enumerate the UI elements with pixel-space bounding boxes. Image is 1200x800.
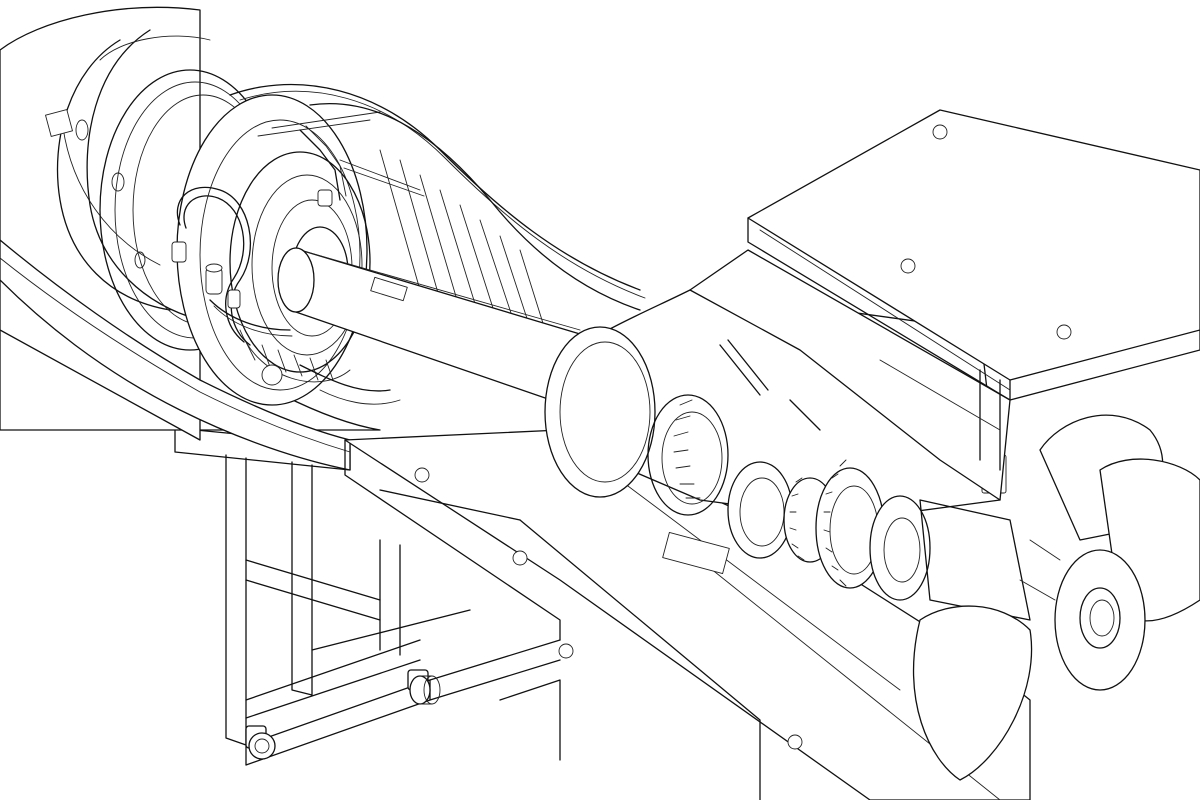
- stand-caster-center: [408, 670, 440, 704]
- propeller: [914, 415, 1200, 780]
- stand-caster-left: [246, 726, 275, 759]
- nacelle-shroud: [230, 84, 645, 352]
- reduction-gears: [728, 455, 1030, 620]
- mounting-rail: [0, 240, 1030, 800]
- panel-support-bracket: [690, 250, 1010, 500]
- cover-panel: [748, 110, 1200, 400]
- fuel-lines: [172, 126, 424, 404]
- turbine-core: [177, 95, 380, 405]
